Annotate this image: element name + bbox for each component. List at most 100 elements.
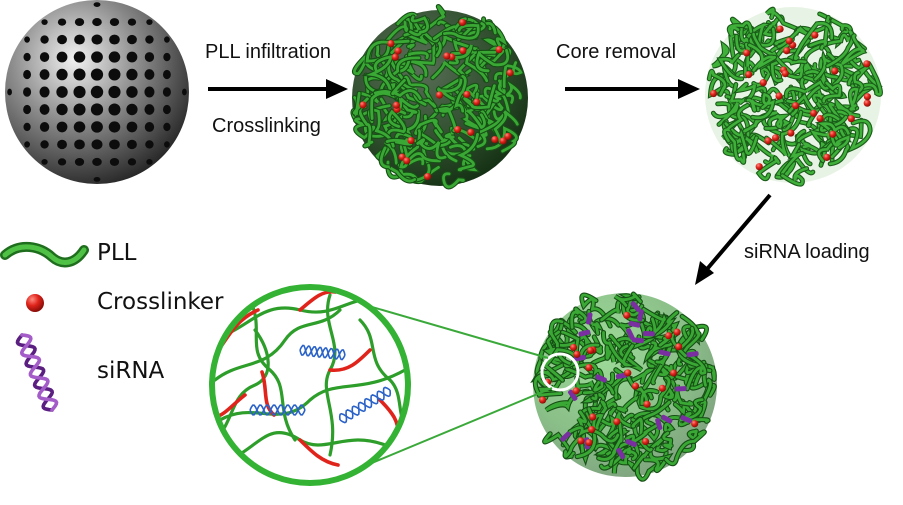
pore: [109, 157, 120, 166]
crosslinker-dot: [643, 400, 651, 408]
pore: [74, 157, 85, 166]
pore: [146, 19, 153, 25]
pll-strand-highlight: [690, 378, 712, 422]
pore: [144, 52, 155, 62]
pore: [57, 158, 67, 166]
helix-strand: [15, 333, 55, 412]
crosslinker-dot: [572, 387, 580, 395]
crosslinker-dot: [776, 25, 784, 33]
pore: [92, 157, 102, 166]
pll-strand-highlight: [765, 108, 789, 129]
sirna-molecule: [616, 447, 626, 460]
zoom-pll-chain: [213, 328, 270, 442]
step3-label: siRNA loading: [744, 241, 870, 263]
zoom-lines: [347, 299, 553, 471]
pore: [108, 68, 121, 81]
crosslinker-dot: [458, 18, 467, 27]
pll-strand-highlight: [829, 129, 850, 150]
crosslinker-dot: [443, 52, 451, 60]
pll-strand-highlight: [849, 87, 859, 111]
hollow-pll-sphere: [705, 6, 883, 187]
zoom-crosslink-segment: [298, 438, 340, 467]
pll-strand-highlight: [651, 344, 673, 385]
zoom-pll-chain: [218, 368, 407, 422]
pore: [73, 103, 86, 116]
pll-strand-highlight: [788, 94, 820, 127]
helix-strand: [19, 333, 59, 412]
pore: [73, 121, 86, 133]
sirna-molecule: [660, 414, 673, 424]
crosslinker-dot: [772, 134, 780, 142]
crosslinker-dot: [631, 382, 640, 390]
zoom-pll-chain: [213, 308, 342, 382]
pll-strand-highlight: [685, 354, 707, 391]
pll-strand-highlight: [786, 57, 805, 79]
crosslinker-dot: [775, 92, 783, 100]
pll-strand-highlight: [822, 81, 842, 103]
crosslinker-dot: [642, 437, 650, 446]
pll-strand-highlight: [483, 86, 503, 103]
pll-strand-highlight: [463, 84, 496, 110]
pll-strand-highlight: [677, 315, 701, 366]
step2-label: Core removal: [556, 41, 677, 63]
pore: [162, 87, 171, 97]
pore: [74, 18, 85, 27]
pll-strand-highlight: [431, 60, 469, 91]
arrow-step1: [208, 79, 348, 99]
pll-strand-highlight: [761, 62, 794, 85]
pore: [23, 87, 32, 97]
crosslinker-dot: [783, 47, 791, 55]
pll-strand-highlight: [707, 69, 727, 96]
crosslinker-dot: [499, 137, 507, 145]
pore: [7, 88, 12, 96]
pll-coated-core-sphere: [350, 4, 528, 190]
pore: [40, 35, 49, 44]
pll-strand-highlight: [410, 40, 436, 77]
sirna-helix-icon: [15, 333, 59, 412]
pll-strand-highlight: [409, 15, 429, 37]
pll-strand-highlight: [625, 424, 658, 447]
crosslinker-dot: [491, 135, 499, 144]
pll-strand-highlight: [748, 43, 777, 72]
pore: [73, 51, 86, 63]
pll-strand-highlight: [386, 109, 406, 140]
zoom-sirna-strand: [299, 344, 346, 361]
sirna-molecule: [658, 349, 671, 357]
pll-strand-highlight: [354, 117, 376, 140]
pore: [93, 177, 101, 182]
zoom-sirna-strand: [249, 404, 306, 416]
pll-strand-highlight: [643, 451, 672, 472]
crosslinker-dot: [745, 71, 753, 79]
pore: [126, 68, 138, 81]
pore: [90, 68, 104, 81]
pll-strand-highlight: [751, 92, 775, 120]
pll-strand-highlight: [728, 21, 753, 37]
pore: [144, 104, 155, 115]
sirna-molecule: [568, 389, 578, 401]
pore: [39, 104, 50, 115]
pore: [126, 121, 138, 133]
legend-crosslinker-label: Crosslinker: [97, 289, 224, 315]
pore: [74, 34, 85, 45]
pll-strand-highlight: [718, 53, 744, 81]
crosslinker-dot: [359, 101, 367, 109]
pore: [23, 104, 32, 115]
sirna-molecule: [642, 331, 655, 337]
crosslinker-dot: [623, 311, 631, 319]
pll-strand-highlight: [370, 90, 395, 120]
pll-strand-highlight: [673, 384, 694, 406]
pll-strand-highlight: [403, 152, 441, 168]
pore: [24, 36, 30, 43]
pore: [144, 122, 155, 132]
pll-strand-highlight: [712, 102, 739, 126]
sirna-molecule: [560, 431, 571, 442]
sirna-molecule: [625, 439, 638, 448]
zoom-crosslink-segment: [328, 348, 372, 373]
crosslinker-dot: [829, 130, 837, 138]
pll-strand-highlight: [387, 63, 427, 106]
pll-strand-highlight: [391, 78, 422, 100]
pore: [39, 52, 50, 62]
pore: [93, 2, 101, 7]
crosslinker-dot: [392, 101, 401, 109]
